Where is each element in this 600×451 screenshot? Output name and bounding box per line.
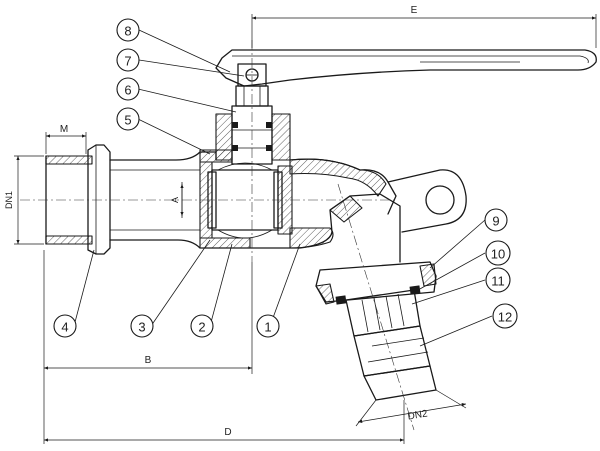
callout-3-label: 3 — [138, 320, 145, 335]
callout-5-label: 5 — [124, 113, 131, 128]
callout-4-label: 4 — [61, 320, 68, 335]
stem-assembly — [199, 63, 291, 165]
callout-7: 7 — [116, 48, 140, 72]
center-lines — [20, 40, 415, 431]
dim-label-DN1: DN1 — [4, 191, 14, 209]
callout-11-label: 11 — [491, 274, 505, 289]
callout-6: 6 — [116, 77, 140, 101]
lever-handle — [215, 49, 597, 87]
callout-5: 5 — [116, 107, 140, 131]
callout-11: 11 — [485, 267, 511, 293]
dimension-D: D — [43, 374, 405, 444]
dimension-E: E — [251, 5, 597, 48]
callout-2-label: 2 — [198, 320, 205, 335]
callout-12: 12 — [492, 303, 518, 329]
callout-6-label: 6 — [124, 83, 131, 98]
callout-10-label: 10 — [491, 247, 505, 262]
dimension-DN2: DN2 — [355, 389, 467, 427]
callout-8: 8 — [116, 18, 140, 42]
dimension-B: B — [43, 250, 253, 374]
callout-8-label: 8 — [124, 24, 131, 39]
dim-label-E: E — [411, 5, 418, 16]
callout-7-label: 7 — [124, 54, 131, 69]
callout-2: 2 — [190, 314, 214, 338]
callout-12-label: 12 — [498, 310, 512, 325]
dimension-M: M — [45, 124, 87, 154]
outlet-spout — [315, 169, 467, 401]
callout-3: 3 — [130, 314, 154, 338]
dimension-DN1: DN1 — [4, 155, 44, 245]
callout-1: 1 — [256, 314, 280, 338]
dim-label-D: D — [224, 427, 231, 438]
callout-9-label: 9 — [492, 214, 499, 229]
dim-label-A: A — [170, 197, 180, 203]
callout-9: 9 — [484, 208, 508, 232]
callout-1-label: 1 — [264, 320, 271, 335]
dimension-A: A — [170, 184, 184, 216]
dim-label-M: M — [60, 124, 68, 135]
callout-4: 4 — [53, 314, 77, 338]
callout-10: 10 — [485, 240, 511, 266]
dim-label-B: B — [145, 355, 152, 366]
dim-label-DN2: DN2 — [407, 408, 429, 422]
leader-lines — [73, 29, 493, 347]
